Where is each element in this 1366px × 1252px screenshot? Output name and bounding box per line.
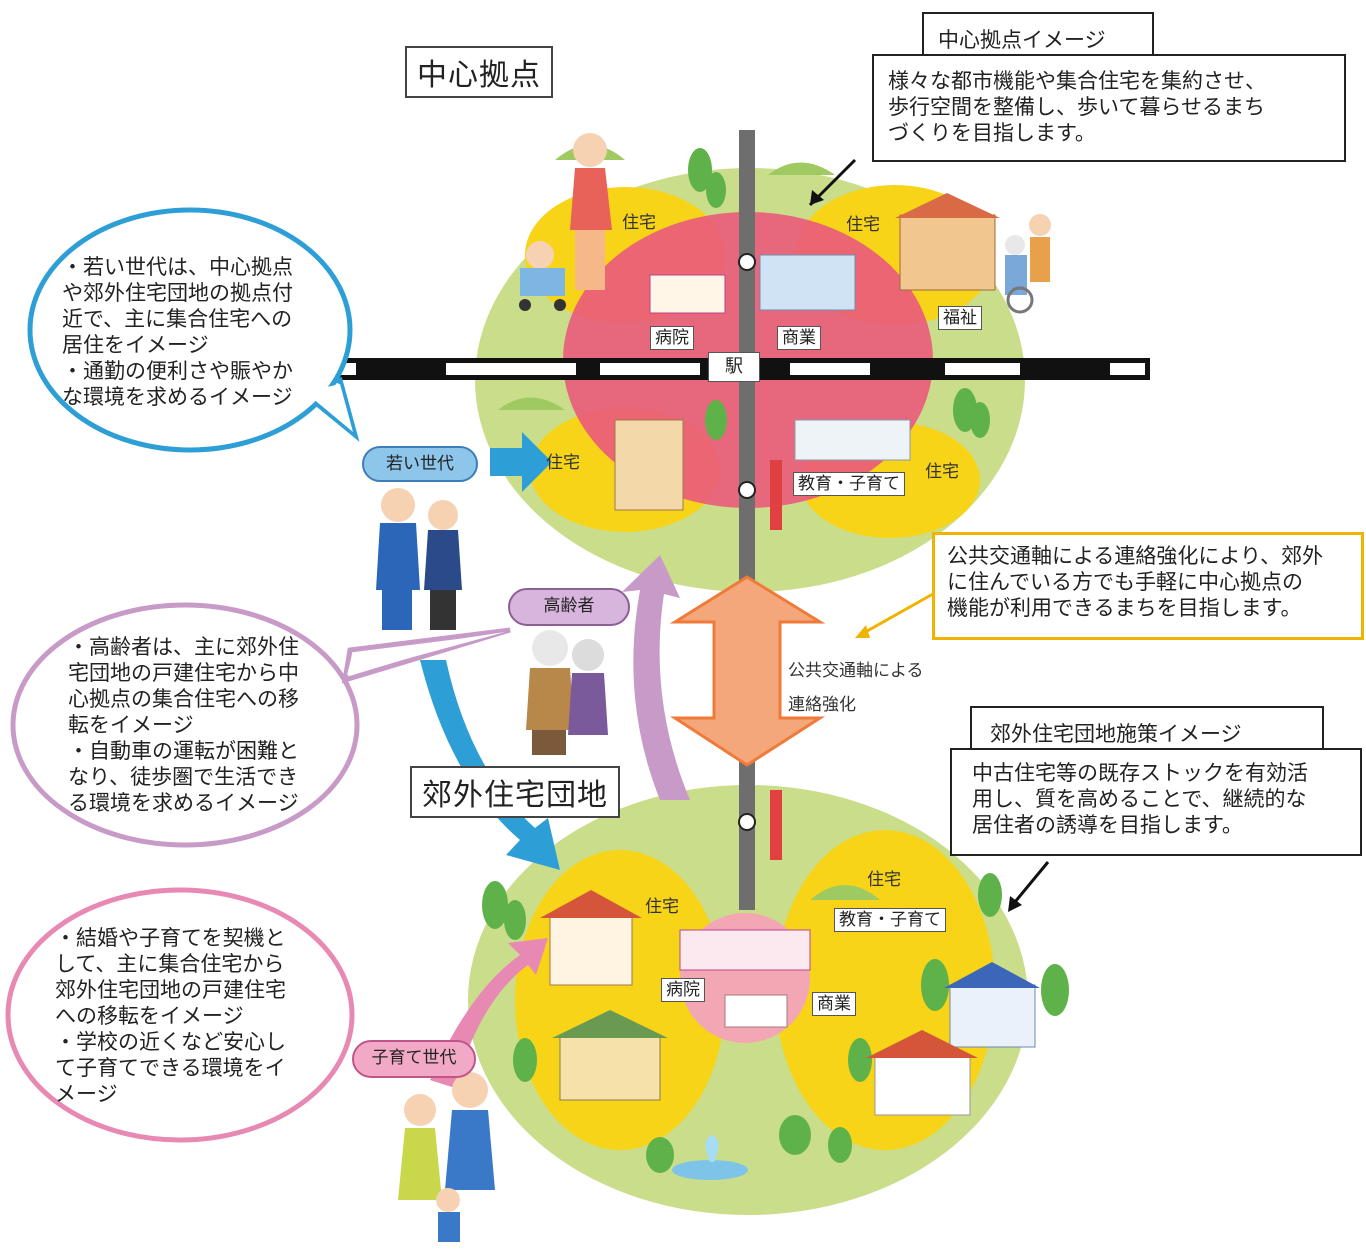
elderly-bubble-line: 心拠点の集合住宅への移 bbox=[68, 687, 299, 711]
family-bubble-line: ・学校の近くなど安心し bbox=[55, 1030, 286, 1054]
park-fountain bbox=[672, 1135, 748, 1180]
station-label: 駅 bbox=[708, 352, 760, 382]
central-image-line-2: 歩行空間を整備し、歩いて暮らせるまち bbox=[888, 95, 1265, 119]
central-welfare-label: 福祉 bbox=[938, 306, 982, 330]
transit-note-line-1: 公共交通軸による連絡強化により、郊外 bbox=[947, 544, 1324, 568]
elderly-group-pill: 高齢者 bbox=[508, 588, 630, 626]
young-bubble-line: ・通勤の便利さや賑やか bbox=[62, 359, 293, 383]
elderly-bubble-line: ・高齢者は、主に郊外住 bbox=[68, 635, 299, 659]
suburban-education-label: 教育・子育て bbox=[834, 908, 946, 932]
young-arrow bbox=[490, 432, 552, 492]
young-bubble-line: や郊外住宅団地の拠点付 bbox=[62, 281, 293, 305]
central-image-box: 様々な都市機能や集合住宅を集約させ、 歩行空間を整備し、歩いて暮らせるまち づく… bbox=[872, 54, 1346, 162]
suburban-buildings bbox=[540, 790, 1040, 1116]
family-bubble-shape bbox=[5, 887, 355, 1143]
central-image-heading: 中心拠点イメージ bbox=[922, 12, 1154, 56]
elderly-bubble-shape bbox=[10, 602, 511, 848]
family-bubble-line: て子育てできる環境をイ bbox=[55, 1056, 286, 1080]
young-to-suburban-arrow bbox=[420, 660, 560, 870]
central-hub-title: 中心拠点 bbox=[405, 46, 553, 98]
central-hospital-label: 病院 bbox=[650, 326, 694, 350]
central-housing-tl-label: 住宅 bbox=[622, 213, 656, 233]
transit-axis-line bbox=[739, 130, 755, 910]
central-buildings bbox=[614, 193, 1000, 530]
suburban-hospital-label: 病院 bbox=[661, 978, 705, 1002]
suburban-housing-r-label: 住宅 bbox=[867, 870, 901, 890]
transit-note-line-3: 機能が利用できるまちを目指します。 bbox=[947, 596, 1302, 620]
family-bubble-text: ・結婚や子育てを契機と して、主に集合住宅から 郊外住宅団地の戸建住宅 への移転… bbox=[55, 925, 286, 1107]
elderly-arrow bbox=[622, 555, 690, 800]
family-bubble-line: 郊外住宅団地の戸建住宅 bbox=[55, 978, 286, 1002]
elderly-bubble-line: 宅団地の戸建住宅から中 bbox=[68, 661, 299, 685]
young-bubble-text: ・若い世代は、中心拠点 や郊外住宅団地の拠点付 近で、主に集合住宅への 居住をイ… bbox=[62, 254, 293, 410]
suburban-image-pointer bbox=[1008, 861, 1050, 909]
young-bubble-line: な環境を求めるイメージ bbox=[62, 385, 293, 409]
central-housing-br-label: 住宅 bbox=[925, 462, 959, 482]
transit-note-line-2: に住んでいる方でも手軽に中心拠点の bbox=[947, 570, 1303, 594]
central-commerce-label: 商業 bbox=[777, 326, 821, 350]
elderly-bubble-line: 転をイメージ bbox=[68, 713, 194, 737]
central-image-line-1: 様々な都市機能や集合住宅を集約させ、 bbox=[888, 69, 1266, 93]
family-bubble-line: して、主に集合住宅から bbox=[55, 952, 285, 976]
young-bubble-line: 居住をイメージ bbox=[62, 333, 209, 357]
suburban-image-heading-text: 郊外住宅団地施策イメージ bbox=[990, 722, 1242, 746]
tree-icons bbox=[482, 148, 1069, 1173]
suburban-image-box: 中古住宅等の既存ストックを有効活 用し、質を高めることで、継続的な 居住者の誘導… bbox=[950, 748, 1362, 856]
elderly-bubble-text: ・高齢者は、主に郊外住 宅団地の戸建住宅から中 心拠点の集合住宅への移 転をイメ… bbox=[68, 634, 299, 816]
suburban-image-line-2: 用し、質を高めることで、継続的な bbox=[972, 787, 1307, 811]
central-housing-tr-label: 住宅 bbox=[846, 215, 880, 235]
elderly-bubble-line: なり、徒歩圏で生活でき bbox=[68, 765, 299, 789]
young-group-pill: 若い世代 bbox=[362, 446, 478, 482]
family-group-pill: 子育て世代 bbox=[352, 1040, 476, 1078]
suburban-image-line-1: 中古住宅等の既存ストックを有効活 bbox=[972, 761, 1308, 785]
young-bubble-line: ・若い世代は、中心拠点 bbox=[62, 255, 293, 279]
family-bubble-line: ・結婚や子育てを契機と bbox=[55, 926, 286, 950]
people-figures bbox=[376, 133, 1051, 1242]
central-housing-bl-label: 住宅 bbox=[546, 453, 580, 473]
suburban-commerce-label: 商業 bbox=[812, 992, 856, 1016]
central-image-line-3: づくりを目指します。 bbox=[888, 121, 1096, 145]
central-education-label: 教育・子育て bbox=[793, 472, 905, 496]
family-bubble-line: への移転をイメージ bbox=[55, 1004, 244, 1028]
suburban-image-heading: 郊外住宅団地施策イメージ bbox=[970, 706, 1324, 750]
transit-note-box: 公共交通軸による連絡強化により、郊外 に住んでいる方でも手軽に中心拠点の 機能が… bbox=[932, 532, 1364, 640]
elderly-bubble-line: ・自動車の運転が困難と bbox=[68, 739, 299, 763]
transit-two-way-arrow bbox=[669, 575, 826, 767]
elderly-bubble-line: る環境を求めるイメージ bbox=[68, 791, 299, 815]
transit-axis-label-2: 連絡強化 bbox=[788, 695, 856, 715]
transit-note-pointer bbox=[859, 588, 941, 637]
transit-axis-label-1: 公共交通軸による bbox=[788, 661, 924, 681]
family-bubble-line: メージ bbox=[55, 1082, 118, 1106]
rail-stripes bbox=[312, 363, 1145, 375]
central-image-heading-text: 中心拠点イメージ bbox=[938, 28, 1106, 52]
young-bubble-shape bbox=[27, 207, 360, 453]
suburban-title: 郊外住宅団地 bbox=[410, 766, 620, 818]
suburban-image-line-3: 居住者の誘導を目指します。 bbox=[972, 813, 1243, 837]
young-bubble-line: 近で、主に集合住宅への bbox=[62, 307, 293, 331]
suburban-housing-l-label: 住宅 bbox=[645, 897, 679, 917]
